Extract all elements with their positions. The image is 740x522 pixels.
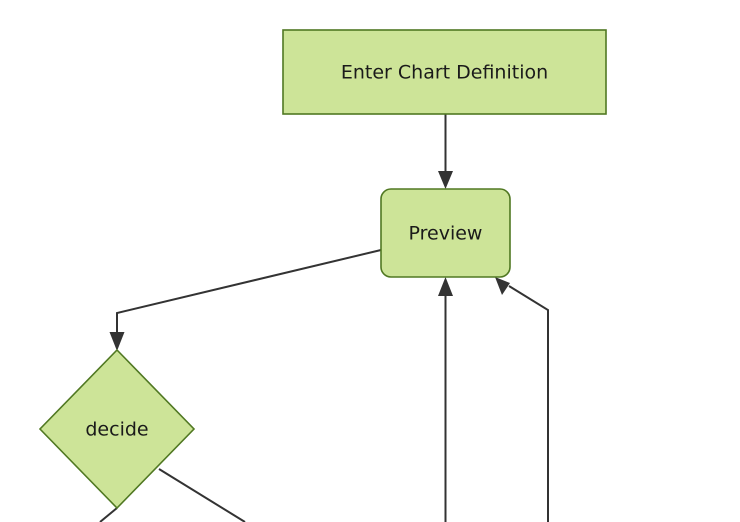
node-rect[interactable] bbox=[282, 29, 607, 115]
edge-line bbox=[158, 468, 246, 522]
edge-line bbox=[116, 249, 382, 334]
edge-decide-bottom-right bbox=[158, 468, 246, 522]
edge-return-diagonal-to-preview bbox=[495, 277, 549, 522]
node-rounded-rect[interactable] bbox=[380, 188, 511, 278]
node-label-decide: decide bbox=[85, 419, 148, 441]
edge-preview-to-decide bbox=[109, 249, 382, 351]
edge-line bbox=[508, 285, 549, 522]
arrow-head-icon bbox=[438, 277, 453, 296]
edge-enter-to-preview bbox=[438, 114, 453, 189]
node-preview[interactable]: Preview bbox=[380, 188, 511, 278]
node-diamond[interactable] bbox=[38, 348, 196, 510]
node-decide[interactable]: decide bbox=[38, 348, 196, 510]
arrow-head-icon bbox=[495, 277, 510, 295]
edge-decide-bottom-left bbox=[99, 507, 118, 522]
node-label-preview: Preview bbox=[409, 223, 483, 245]
node-label-enter-chart-definition: Enter Chart Definition bbox=[341, 62, 548, 84]
edge-line bbox=[99, 507, 118, 522]
edge-return-vertical-to-preview bbox=[438, 277, 453, 522]
arrow-head-icon bbox=[438, 171, 453, 189]
node-enter-chart-definition[interactable]: Enter Chart Definition bbox=[282, 29, 607, 115]
arrow-head-icon bbox=[109, 332, 125, 351]
